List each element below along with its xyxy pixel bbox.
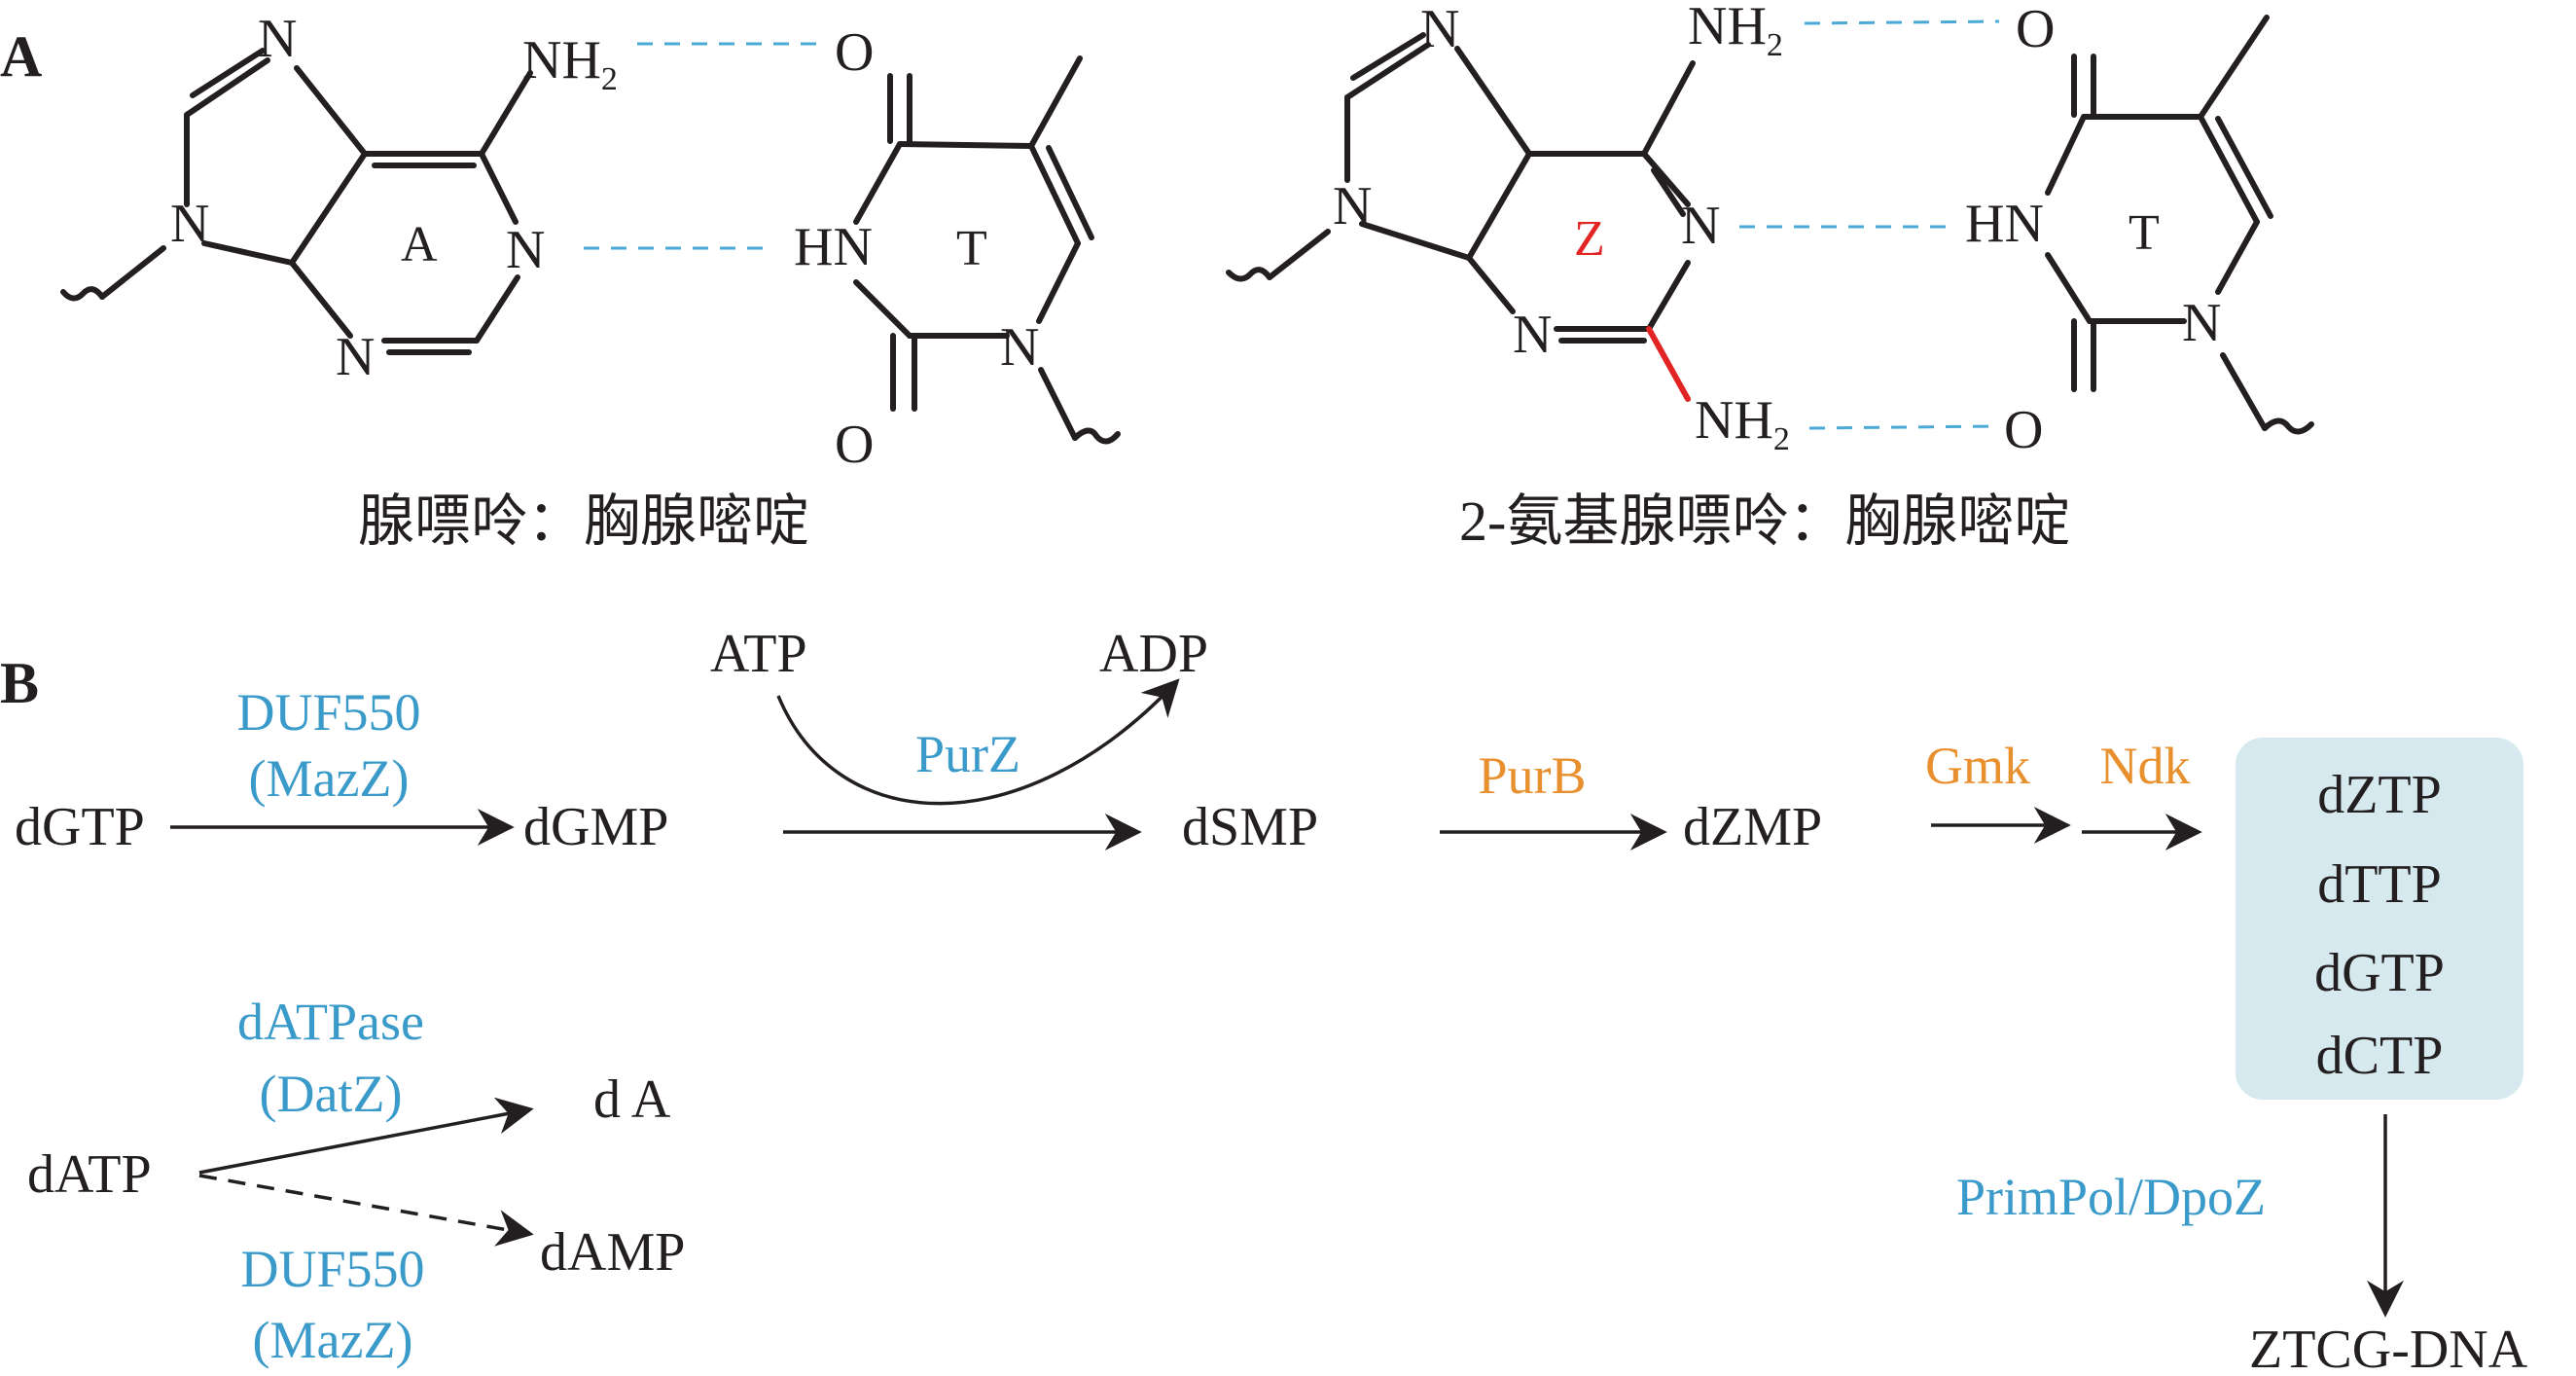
enzyme-purb: PurB: [1478, 746, 1586, 805]
arrow: [198, 1097, 534, 1175]
metabolite-dsmp: dSMP: [1182, 797, 1318, 857]
metabolite-datp: dATP: [27, 1144, 152, 1205]
atom-nh2-bottom: NH2: [1695, 390, 1790, 457]
atom-o: O: [2016, 0, 2055, 59]
atom-n: N: [336, 327, 375, 387]
metabolite-dgtp: dGTP: [15, 797, 145, 857]
atom-n: N: [1000, 317, 1039, 378]
dashed-arrow: [198, 1174, 534, 1247]
atom-n: N: [258, 9, 297, 69]
atom-n: N: [1333, 176, 1372, 236]
caption-left: 腺嘌呤：胸腺嘧啶: [358, 489, 809, 553]
aminoadenine-structure: [1226, 32, 1696, 402]
atom-n: N: [1420, 0, 1459, 59]
base-label-t: T: [2129, 205, 2160, 261]
atom-nh2: NH2: [522, 30, 618, 97]
hydrogen-bond: [1808, 424, 1995, 430]
enzyme-mazz: (MazZ): [253, 1311, 413, 1369]
metabolite-dzmp: dZMP: [1683, 797, 1822, 857]
hydrogen-bond: [1804, 19, 2000, 25]
metabolite-da: d A: [593, 1069, 671, 1130]
panel-a-label: A: [0, 24, 42, 89]
enzyme-datz: (DatZ): [260, 1065, 403, 1123]
atom-nh2-top: NH2: [1688, 0, 1783, 63]
enzyme-ndk: Ndk: [2100, 737, 2191, 795]
adenine-structure: [60, 48, 533, 355]
enzyme-gmk: Gmk: [1925, 737, 2030, 795]
atom-hn: HN: [1965, 194, 2044, 254]
atom-o: O: [835, 415, 874, 475]
atom-n: N: [170, 194, 209, 254]
enzyme-purz: PurZ: [915, 725, 1020, 783]
enzyme-duf550: DUF550: [236, 683, 420, 742]
thymine-structure-right: [2045, 15, 2314, 435]
caption-right: 2-氨基腺嘌呤：胸腺嘧啶: [1459, 489, 2070, 553]
nucleotide-pool-box: [2236, 738, 2523, 1100]
base-label-t: T: [956, 221, 987, 276]
metabolite-dgmp: dGMP: [523, 797, 668, 857]
atom-n: N: [1513, 305, 1552, 365]
atom-hn: HN: [794, 217, 873, 277]
pool-item: dCTP: [2316, 1026, 2444, 1086]
base-label-z: Z: [1574, 211, 1605, 267]
enzyme-mazz: (MazZ): [249, 749, 410, 808]
atom-n: N: [2182, 293, 2221, 353]
enzyme-primpol-dpoz: PrimPol/DpoZ: [1956, 1168, 2266, 1226]
metabolite-atp: ATP: [710, 624, 807, 684]
enzyme-datpase: dATPase: [237, 993, 424, 1051]
atom-o: O: [2004, 400, 2043, 460]
pool-item: dTTP: [2317, 854, 2442, 915]
atom-n: N: [506, 220, 545, 280]
enzyme-duf550: DUF550: [240, 1240, 424, 1298]
atom-o: O: [835, 22, 874, 83]
product-ztcg-dna: ZTCG-DNA: [2249, 1320, 2528, 1376]
metabolite-damp: dAMP: [540, 1222, 685, 1283]
atom-n: N: [1681, 196, 1720, 256]
pool-item: dGTP: [2314, 943, 2445, 1003]
thymine-structure-left: [853, 55, 1121, 445]
metabolite-adp: ADP: [1099, 624, 1208, 684]
panel-b-label: B: [0, 651, 39, 715]
curved-arrow: [776, 678, 1180, 806]
pool-item: dZTP: [2317, 765, 2442, 825]
base-label-a: A: [401, 217, 438, 272]
